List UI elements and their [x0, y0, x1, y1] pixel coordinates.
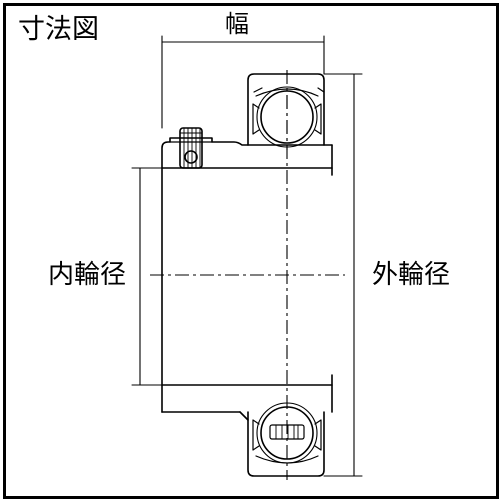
figure-frame — [3, 3, 499, 499]
inner-ring-top-profile — [161, 137, 333, 169]
width-label: 幅 — [225, 10, 249, 38]
outer-ring-bottom — [247, 411, 325, 477]
set-screw-top — [179, 127, 203, 169]
inner-diameter-label: 内輪径 — [48, 260, 127, 290]
figure-title: 寸法図 — [18, 14, 99, 45]
outer-ring-top-seal — [253, 87, 325, 93]
outer-diameter-label: 外輪径 — [372, 260, 451, 290]
outer-ring-top — [247, 73, 325, 146]
